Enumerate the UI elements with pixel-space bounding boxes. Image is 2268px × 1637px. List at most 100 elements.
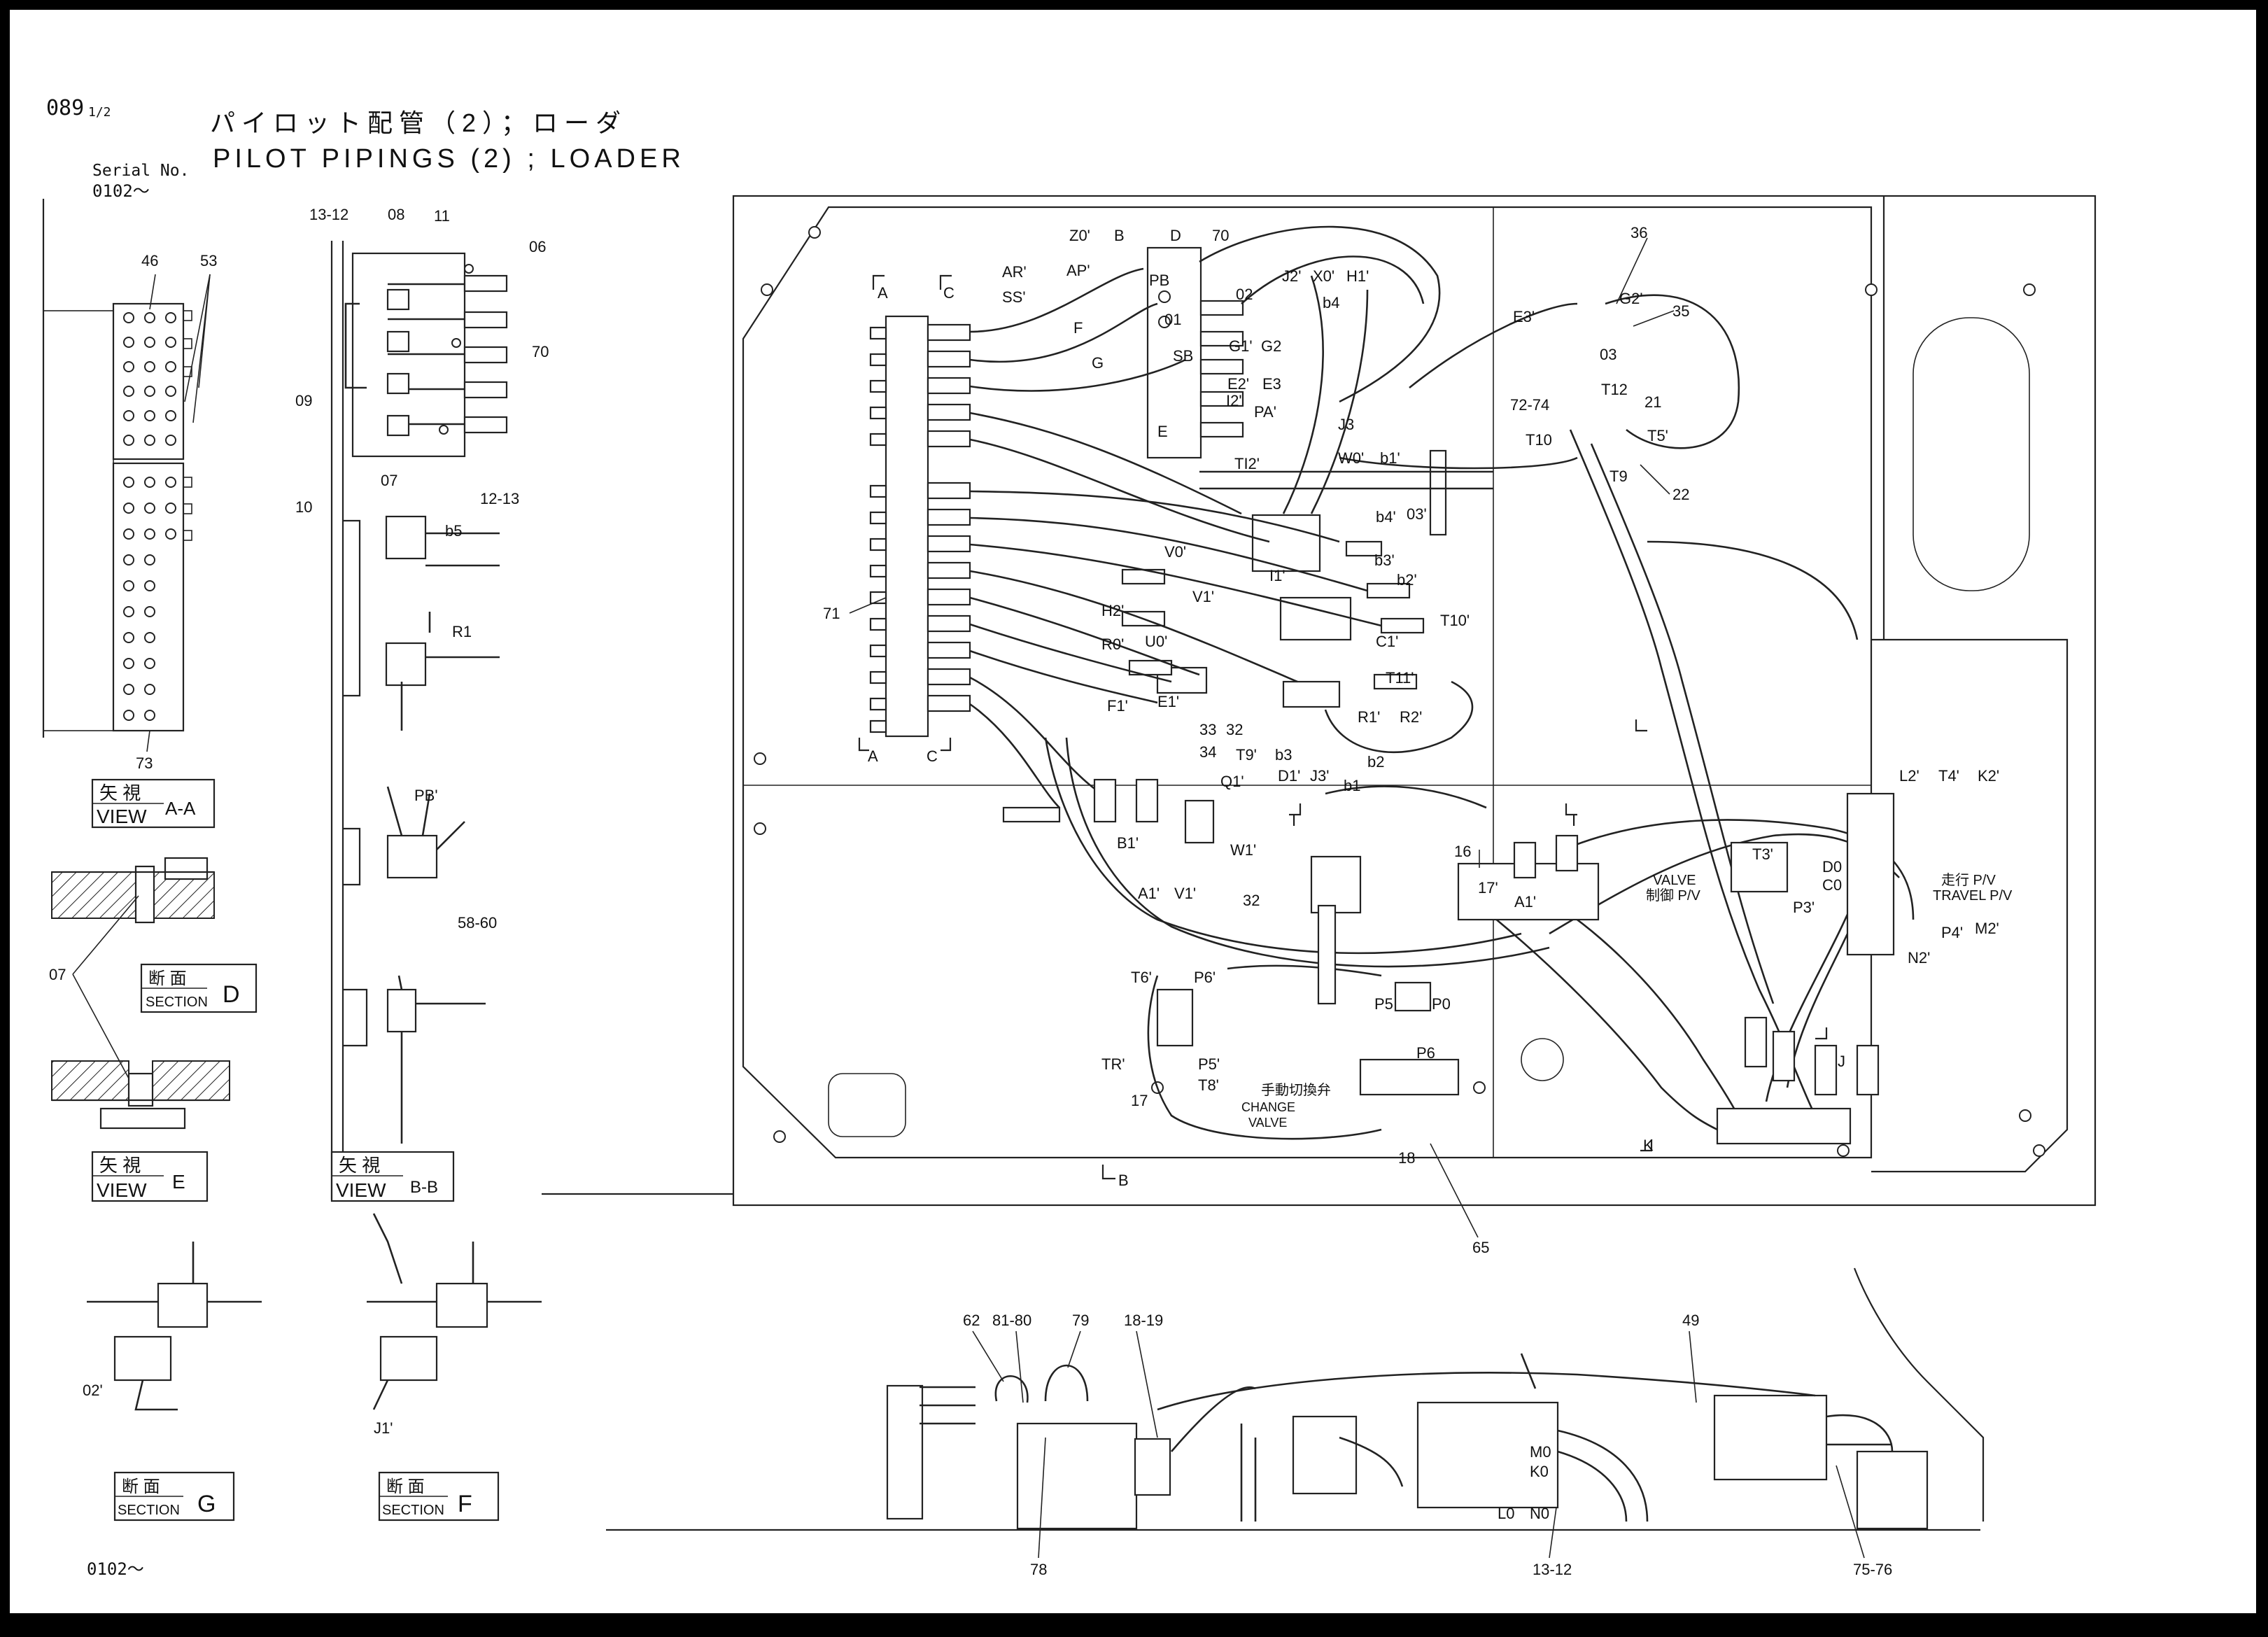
callout-c0: C0: [1822, 876, 1842, 894]
section-g-text: SECTION: [118, 1503, 180, 1518]
callout-h2p: H2': [1101, 602, 1124, 619]
view-bb-label: 矢 視 VIEW B-B: [330, 1151, 455, 1202]
callout-u0p: U0': [1145, 633, 1167, 650]
callout-h1p: H1': [1346, 267, 1369, 285]
serial-label: Serial No.: [92, 162, 189, 180]
callout-e2p: E2': [1227, 375, 1249, 393]
pilot-hoses: [969, 225, 1915, 1140]
callout-46: 46: [141, 252, 158, 269]
callout-t9: T9: [1610, 468, 1628, 485]
callout-b1p-low: B1': [1117, 834, 1139, 852]
callout-app: AP': [1066, 262, 1090, 279]
callout-ti2p: TI2': [1234, 455, 1260, 472]
callout-a1p-valve: A1': [1514, 893, 1536, 911]
callout-16: 16: [1454, 843, 1471, 860]
callout-49: 49: [1682, 1312, 1699, 1329]
callout-i1p: I1': [1269, 567, 1286, 584]
callout-78: 78: [1030, 1561, 1047, 1578]
callout-i2p: I2': [1226, 392, 1242, 409]
page-fraction: 1/2: [88, 105, 111, 120]
callout-35: 35: [1672, 302, 1689, 320]
callout-03p: 03': [1407, 505, 1427, 523]
callout-17: 17: [1131, 1092, 1148, 1109]
callout-t8p: T8': [1198, 1076, 1219, 1094]
callout-trp: TR': [1101, 1055, 1125, 1073]
callout-arp: AR': [1002, 263, 1027, 281]
callout-r2p: R2': [1400, 708, 1422, 726]
callout-a1p: A1': [1138, 885, 1160, 902]
title-japanese: パイロット配管（2）；ローダ: [210, 108, 627, 137]
callout-x0p: X0': [1313, 267, 1334, 285]
callout-a-bottom: A: [868, 747, 878, 765]
callout-81-80: 81-80: [992, 1312, 1031, 1329]
callout-c1p: C1': [1376, 633, 1398, 650]
callout-d-top: D: [1170, 227, 1181, 244]
bottom-hoses: [920, 1353, 1894, 1522]
callout-w1p: W1': [1230, 841, 1256, 859]
section-f-text: SECTION: [382, 1503, 444, 1518]
note-valve: VALVE: [1653, 873, 1696, 888]
callout-p6: P6: [1416, 1044, 1435, 1062]
callout-n2p: N2': [1908, 949, 1930, 967]
view-aa-jp: 矢 視: [99, 782, 141, 803]
section-g-drawing: [87, 1242, 262, 1411]
page-code: 089: [46, 96, 84, 120]
callout-70-side: 70: [532, 343, 549, 360]
callout-b5: b5: [445, 522, 462, 540]
callout-l2p: L2': [1899, 767, 1920, 785]
callout-pb: PB: [1149, 272, 1169, 289]
callout-j3: J3: [1338, 416, 1354, 433]
section-d-suffix: D: [223, 981, 240, 1008]
side-view-drawing: [330, 241, 508, 1200]
callout-32-low: 32: [1243, 892, 1260, 909]
callout-v1p: V1': [1192, 588, 1214, 605]
callout-i-left: I: [1292, 812, 1296, 829]
callout-t3p: T3': [1752, 845, 1773, 863]
callout-w0p: W0': [1338, 449, 1364, 467]
callout-p5p: P5': [1198, 1055, 1220, 1073]
callout-b-top: B: [1114, 227, 1125, 244]
callout-53: 53: [200, 252, 217, 269]
view-e-jp: 矢 視: [99, 1155, 141, 1176]
bottom-side-view: [606, 1267, 1985, 1531]
callout-01: 01: [1164, 311, 1181, 328]
callout-m0: M0: [1530, 1443, 1551, 1461]
main-top-labels: Z0' B D 70 AR' AP' SS' A C 01 02 G1' G2 …: [878, 224, 1689, 503]
main-mid-labels: 71 b4' 03' b3' b2' T10' V0' V1' I1' H2' …: [823, 505, 1470, 794]
callout-v0p: V0': [1164, 543, 1186, 561]
callout-79: 79: [1072, 1312, 1089, 1329]
callout-j: J: [1838, 1053, 1845, 1070]
pilot-piping-diagram: 089 1/2 パイロット配管（2）；ローダ Serial No. PILOT …: [42, 96, 2097, 1579]
callout-e1p: E1': [1157, 693, 1179, 710]
view-aa-label: 矢 視 VIEW A-A: [91, 778, 216, 829]
callout-b4p: b4': [1376, 508, 1396, 526]
callout-v1p-low: V1': [1174, 885, 1196, 902]
section-f-label: 断 面 SECTION F: [378, 1471, 500, 1522]
note-valve-pv: 制御 P/V: [1646, 887, 1700, 904]
callout-c-top: C: [943, 284, 955, 302]
callout-65: 65: [1472, 1239, 1489, 1256]
bottom-labels: 62 81-80 79 18-19 49 M0 K0 L0 N0 78 13-1…: [963, 1312, 1892, 1578]
callout-02p: 02': [83, 1382, 103, 1399]
section-d-text: SECTION: [146, 995, 208, 1010]
callout-t4p: T4': [1938, 767, 1959, 785]
callout-t6p: T6': [1131, 969, 1152, 986]
note-travel-en: TRAVEL P/V: [1933, 888, 2013, 904]
callout-e3p: E3': [1513, 308, 1535, 325]
callout-07-side: 07: [381, 472, 397, 489]
callout-t12: T12: [1601, 381, 1628, 398]
note-change-valve-jp: 手動切換弁: [1261, 1082, 1331, 1098]
section-f-drawing: [367, 1213, 542, 1410]
callout-d1p: D1': [1278, 767, 1300, 785]
section-d-drawing: [51, 857, 215, 924]
callout-b2: b2: [1367, 753, 1384, 771]
callout-t11p: T11': [1386, 669, 1414, 687]
callout-58-60: 58-60: [458, 914, 497, 932]
drawing-sheet: 089 1/2 パイロット配管（2）；ローダ Serial No. PILOT …: [10, 10, 2256, 1613]
callout-p3p: P3': [1793, 899, 1815, 916]
view-aa-drawing: [42, 199, 211, 752]
callout-09: 09: [295, 392, 312, 409]
callout-c-bottom: C: [927, 747, 938, 765]
callout-02: 02: [1236, 286, 1253, 303]
callout-pb-side: PB': [414, 787, 438, 804]
